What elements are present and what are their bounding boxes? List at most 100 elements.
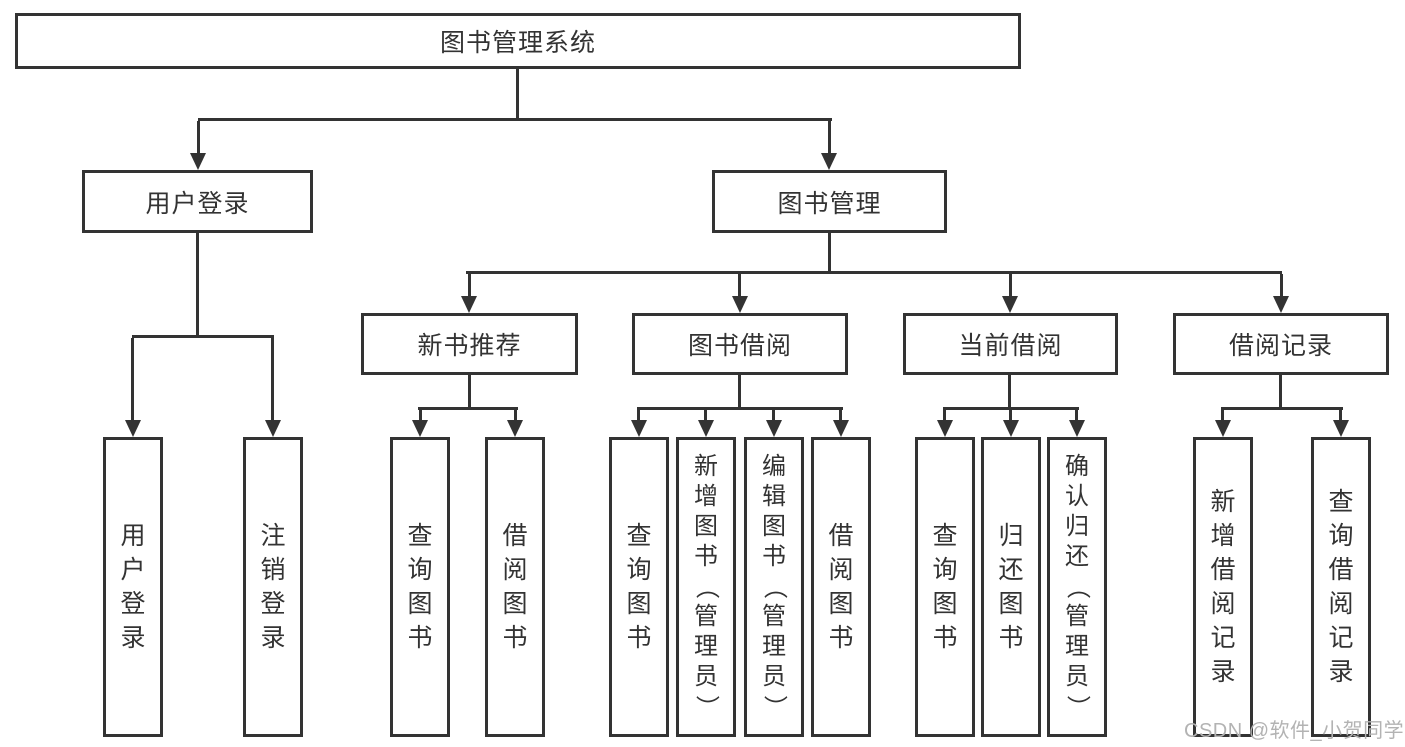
- vertical-char: 录: [260, 624, 286, 652]
- vertical-char: 阅: [1328, 590, 1354, 618]
- leaf-add-book-admin: 新增图书（管理员）: [676, 437, 736, 737]
- vertical-char: 图: [626, 590, 652, 618]
- node-label: 借阅记录: [1228, 332, 1333, 360]
- connector-line: [828, 233, 831, 271]
- arrowhead: [732, 296, 748, 313]
- leaf-query-book-2: 查询图书: [609, 437, 669, 737]
- connector-line: [637, 410, 640, 420]
- node-borrow-record: 借阅记录: [1173, 313, 1389, 375]
- connector-line: [828, 121, 831, 153]
- vertical-char: 员: [1065, 663, 1089, 690]
- vertical-char: 借: [1328, 556, 1354, 584]
- vertical-char: 图: [407, 590, 433, 618]
- connector-line: [1009, 274, 1012, 296]
- leaf-query-borrow-record: 查询借阅记录: [1311, 437, 1371, 737]
- vertical-char: 图: [502, 590, 528, 618]
- vertical-char: 图: [762, 513, 786, 540]
- arrowhead: [1333, 420, 1349, 437]
- connector-line: [418, 407, 518, 410]
- vertical-char: 书: [998, 624, 1024, 652]
- vertical-char: 管: [1065, 603, 1089, 630]
- arrowhead: [461, 296, 477, 313]
- leaf-borrow-book-2: 借阅图书: [811, 437, 871, 737]
- node-book-management: 图书管理: [712, 170, 947, 233]
- arrowhead: [937, 420, 953, 437]
- vertical-char: 书: [694, 543, 718, 570]
- arrowhead: [265, 420, 281, 437]
- connector-line: [131, 338, 134, 420]
- node-label: 图书管理系统: [439, 29, 596, 57]
- vertical-char: 书: [626, 624, 652, 652]
- vertical-char: 记: [1328, 624, 1354, 652]
- leaf-confirm-return-admin: 确认归还（管理员）: [1047, 437, 1107, 737]
- vertical-char: 管: [694, 603, 718, 630]
- leaf-return-book: 归还图书: [981, 437, 1041, 737]
- connector-line: [772, 410, 775, 420]
- vertical-char: 归: [1065, 513, 1089, 540]
- vertical-char: 图: [694, 513, 718, 540]
- node-label: 图书借阅: [687, 332, 792, 360]
- connector-line: [132, 335, 274, 338]
- arrowhead: [1003, 420, 1019, 437]
- node-label: 当前借阅: [958, 332, 1063, 360]
- node-label: 新书推荐: [417, 332, 522, 360]
- leaf-edit-book-admin: 编辑图书（管理员）: [744, 437, 804, 737]
- connector-line: [943, 410, 946, 420]
- arrowhead: [190, 153, 206, 170]
- connector-line: [943, 407, 1079, 410]
- connector-line: [516, 69, 519, 118]
- connector-line: [738, 274, 741, 296]
- connector-line: [1339, 410, 1342, 420]
- vertical-char: 查: [1328, 488, 1354, 516]
- connector-line: [468, 274, 471, 296]
- vertical-char: 录: [1328, 658, 1354, 686]
- connector-line: [637, 407, 843, 410]
- vertical-char: 户: [120, 556, 146, 584]
- arrowhead: [1215, 420, 1231, 437]
- node-book-borrow: 图书借阅: [632, 313, 848, 375]
- arrowhead: [766, 420, 782, 437]
- vertical-char: ）: [761, 695, 788, 719]
- connector-line: [197, 121, 200, 153]
- arrowhead: [821, 153, 837, 170]
- vertical-char: 书: [407, 624, 433, 652]
- vertical-char: 书: [502, 624, 528, 652]
- arrowhead: [833, 420, 849, 437]
- connector-line: [704, 410, 707, 420]
- vertical-char: 归: [998, 522, 1024, 550]
- vertical-char: 录: [1210, 658, 1236, 686]
- vertical-char: 用: [120, 522, 146, 550]
- connector-line: [466, 271, 1282, 274]
- watermark-text: CSDN @软件_小贺同学: [1184, 720, 1405, 742]
- node-current-borrow: 当前借阅: [903, 313, 1118, 375]
- vertical-char: 增: [1210, 522, 1236, 550]
- vertical-char: 查: [932, 522, 958, 550]
- vertical-char: （: [693, 575, 720, 599]
- vertical-char: 询: [1328, 522, 1354, 550]
- vertical-char: 书: [932, 624, 958, 652]
- vertical-char: 确: [1065, 453, 1089, 480]
- connector-line: [738, 375, 741, 407]
- arrowhead: [412, 420, 428, 437]
- vertical-char: ）: [693, 695, 720, 719]
- vertical-char: 询: [407, 556, 433, 584]
- vertical-char: 增: [694, 483, 718, 510]
- vertical-char: 注: [260, 522, 286, 550]
- vertical-char: 管: [762, 603, 786, 630]
- vertical-char: （: [761, 575, 788, 599]
- leaf-add-borrow-record: 新增借阅记录: [1193, 437, 1253, 737]
- vertical-char: 记: [1210, 624, 1236, 652]
- arrowhead: [125, 420, 141, 437]
- vertical-char: 阅: [1210, 590, 1236, 618]
- leaf-query-book-1: 查询图书: [390, 437, 450, 737]
- vertical-char: 登: [260, 590, 286, 618]
- vertical-char: 图: [932, 590, 958, 618]
- vertical-char: 阅: [502, 556, 528, 584]
- arrowhead: [1069, 420, 1085, 437]
- arrowhead: [1273, 296, 1289, 313]
- vertical-char: 理: [1065, 633, 1089, 660]
- vertical-char: 借: [828, 522, 854, 550]
- vertical-char: 还: [998, 556, 1024, 584]
- vertical-char: 询: [932, 556, 958, 584]
